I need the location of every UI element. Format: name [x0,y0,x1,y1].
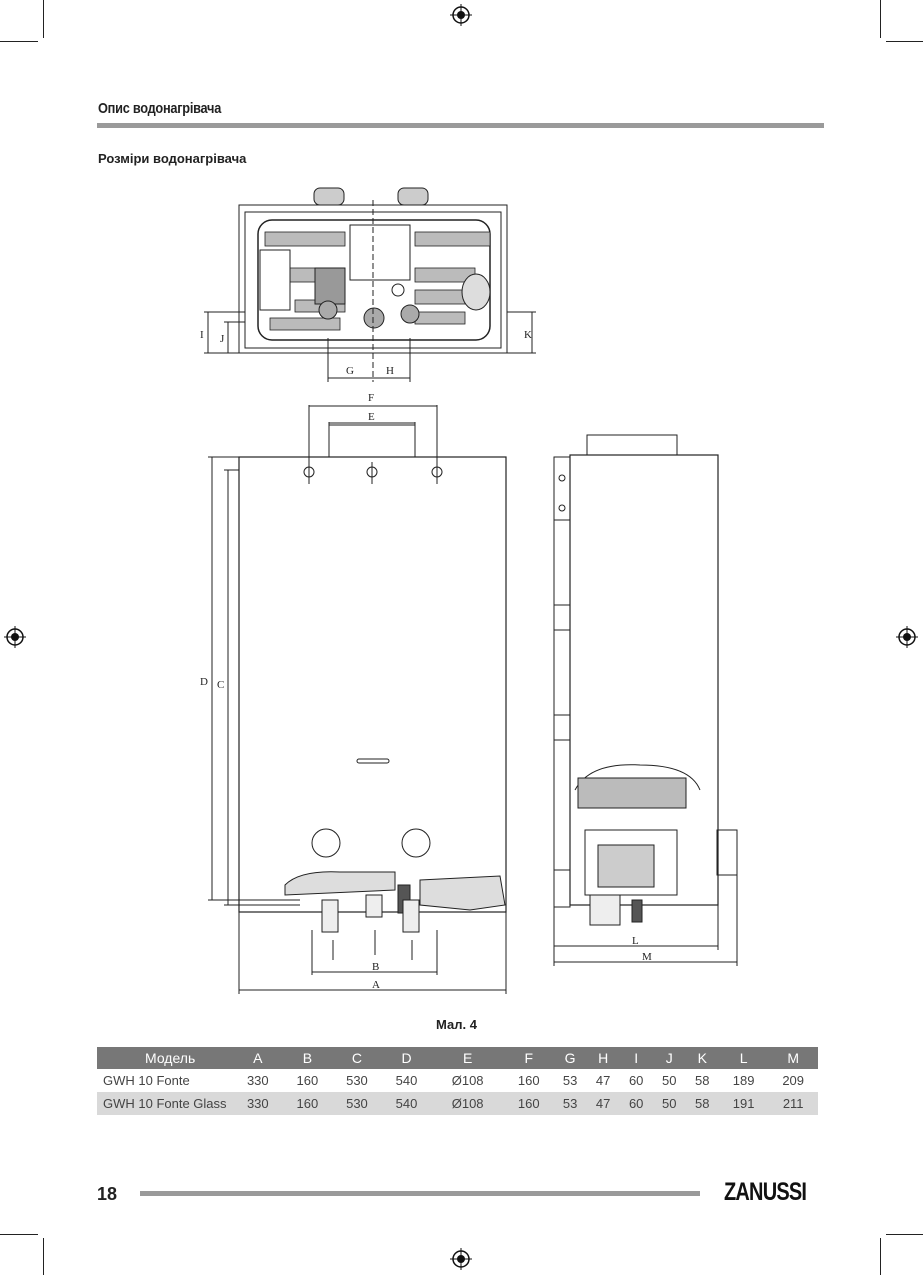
top-view [204,187,536,382]
table-cell: 47 [586,1069,620,1092]
dim-label-d: D [200,676,208,688]
registration-mark-icon [896,626,918,648]
dim-label-k: K [524,329,532,341]
table-cell: 330 [233,1069,283,1092]
dim-label-c: C [217,679,224,691]
table-cell: 530 [332,1092,382,1115]
crop-mark [880,1238,881,1275]
column-header: J [652,1047,686,1069]
table-cell: 160 [282,1092,333,1115]
table-cell: 58 [685,1069,719,1092]
dim-label-g: G [346,365,354,377]
table-cell: 53 [553,1092,587,1115]
table-cell: 160 [503,1092,554,1115]
table-cell: 330 [233,1092,283,1115]
column-header: G [553,1047,587,1069]
dimensions-table: Модель A B C D E F G H I J K L M GWH 10 … [97,1047,818,1115]
table-cell: 53 [553,1069,587,1092]
table-cell: 50 [652,1092,686,1115]
dim-label-i: I [200,329,204,341]
column-header: K [685,1047,719,1069]
figure-caption: Мал. 4 [436,1017,477,1032]
column-header: A [233,1047,283,1069]
brand-logo: ZANUSSI [724,1178,807,1206]
table-cell: 60 [619,1069,653,1092]
table-cell: 209 [768,1069,818,1092]
column-header: B [282,1047,333,1069]
column-header: M [768,1047,818,1069]
table-row: GWH 10 Fonte 330 160 530 540 Ø108 160 53… [97,1069,818,1092]
crop-mark [43,0,44,38]
column-header: Модель [97,1047,233,1069]
table-cell: Ø108 [431,1092,504,1115]
dim-label-m: M [642,951,652,963]
front-view [208,405,507,994]
page-number: 18 [97,1184,118,1204]
dim-label-b: B [372,961,379,973]
table-cell: Ø108 [431,1069,504,1092]
column-header: I [619,1047,653,1069]
table-cell: 160 [503,1069,554,1092]
table-row: GWH 10 Fonte Glass 330 160 530 540 Ø108 … [97,1092,818,1115]
registration-mark-icon [450,1248,472,1270]
footer-rule [140,1191,700,1196]
table-cell: 58 [685,1092,719,1115]
table-cell: GWH 10 Fonte [97,1069,233,1092]
crop-mark [0,41,38,42]
crop-mark [880,0,881,38]
column-header: L [718,1047,769,1069]
crop-mark [886,41,923,42]
crop-mark [886,1234,923,1235]
table-cell: 160 [282,1069,333,1092]
column-header: F [503,1047,554,1069]
column-header: D [381,1047,432,1069]
table-cell: 50 [652,1069,686,1092]
registration-mark-icon [450,4,472,26]
header-rule [97,123,824,128]
dim-label-a: A [372,979,380,991]
dim-label-f: F [368,392,374,404]
column-header: C [332,1047,382,1069]
table-cell: 189 [718,1069,769,1092]
registration-mark-icon [4,626,26,648]
dim-label-l: L [632,935,639,947]
dim-label-h: H [386,365,394,377]
crop-mark [43,1238,44,1275]
heater-dimension-drawing: G H I J K F E D C B A L M [200,187,738,994]
column-header: E [431,1047,504,1069]
crop-mark [0,1234,38,1235]
dim-label-j: J [220,333,225,345]
table-cell: 540 [381,1069,432,1092]
column-header: H [586,1047,620,1069]
table-cell: 540 [381,1092,432,1115]
table-cell: 191 [718,1092,769,1115]
page-subtitle: Розміри водонагрівача [98,151,247,166]
table-cell: 530 [332,1069,382,1092]
table-cell: GWH 10 Fonte Glass [97,1092,233,1115]
table-cell: 60 [619,1092,653,1115]
table-header-row: Модель A B C D E F G H I J K L M [97,1047,818,1069]
side-view [553,434,738,966]
dim-label-e: E [368,411,375,423]
table-cell: 211 [768,1092,818,1115]
section-title: Опис водонагрівача [98,100,222,117]
table-cell: 47 [586,1092,620,1115]
